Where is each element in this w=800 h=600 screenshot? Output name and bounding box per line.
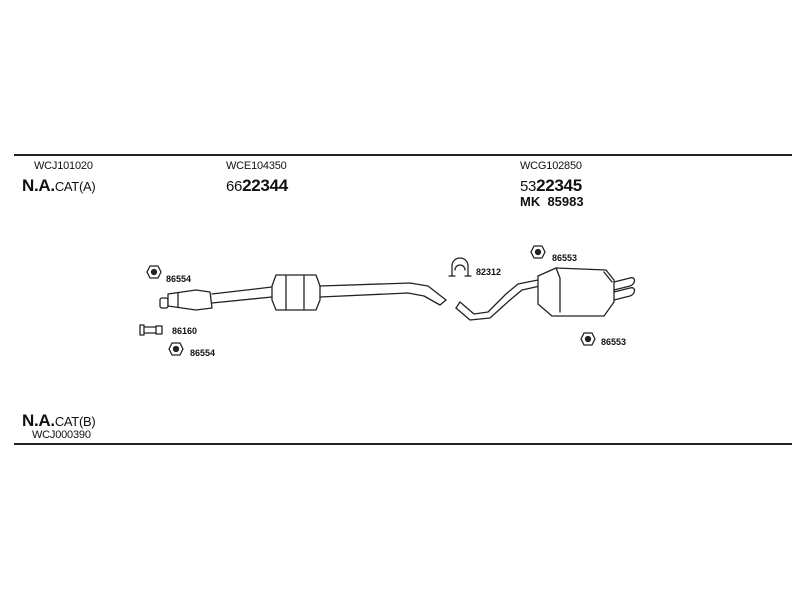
variant-sub: CAT(B) (54, 414, 96, 429)
kit-number: 85983 (547, 194, 584, 209)
hanger-icon (530, 245, 546, 259)
hanger-icon (580, 332, 596, 346)
label-clamp-left: 86160 (172, 326, 198, 336)
part-prefix: 66 (226, 178, 243, 195)
variant-sub: CAT(A) (54, 179, 96, 194)
label-hanger-bottom-left: 86554 (190, 348, 216, 358)
header-left-variant: N.A.CAT(A) (22, 176, 96, 196)
part-main: 22345 (536, 176, 582, 195)
part-main: 22344 (242, 176, 288, 195)
middle-silencer (271, 274, 447, 311)
variant-main: N.A. (22, 411, 55, 430)
header-right-kit: MK 85983 (520, 194, 584, 209)
front-pipe-section (159, 286, 273, 311)
label-clamp-mid: 82312 (476, 267, 502, 277)
header-mid-part: 6622344 (226, 176, 288, 196)
top-rule (14, 154, 792, 156)
header-right-code: WCG102850 (520, 160, 582, 172)
part-prefix: 53 (520, 178, 537, 195)
variant-main: N.A. (22, 176, 55, 195)
footer-left-code: WCJ000390 (32, 429, 91, 441)
u-clamp-icon (448, 257, 472, 277)
label-hanger-top-right: 86553 (552, 253, 578, 263)
kit-prefix: MK (520, 194, 541, 209)
bottom-rule (14, 443, 792, 445)
header-left-code: WCJ101020 (34, 160, 93, 172)
hanger-icon (168, 342, 184, 356)
header-mid-code: WCE104350 (226, 160, 287, 172)
footer-left-variant: N.A.CAT(B) (22, 411, 96, 431)
label-hanger-top-left: 86554 (166, 274, 192, 284)
header-right-part: 5322345 (520, 176, 582, 196)
hanger-icon (146, 265, 162, 279)
clamp-icon (139, 324, 163, 336)
rear-pipe-bend (455, 279, 541, 321)
label-hanger-bottom-right: 86553 (601, 337, 627, 347)
rear-silencer (537, 267, 636, 317)
